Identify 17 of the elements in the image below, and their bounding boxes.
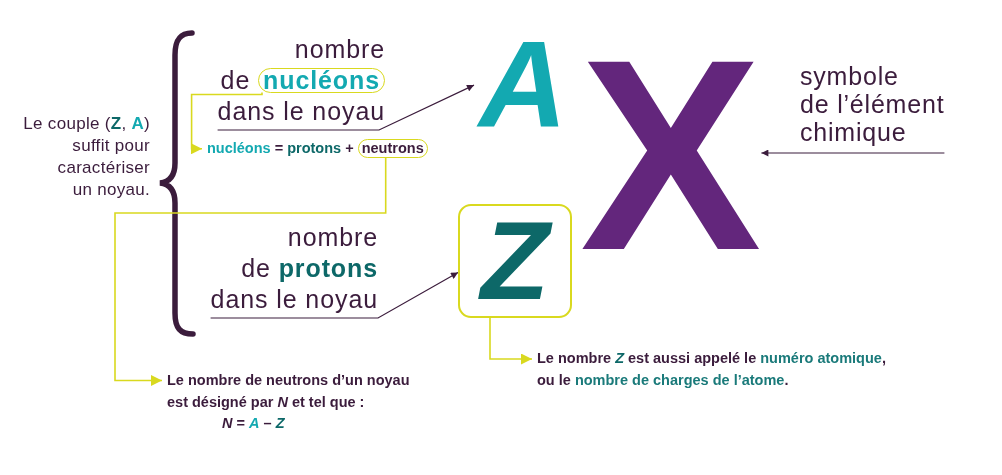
leader-arrow [217,84,475,131]
elbow-arrow [489,317,533,365]
side-note-text: Le couple (Z, A) suffit pour caractériser un noyau. [23,113,150,201]
large-letter: A [474,40,573,131]
note-text: Le nombre de neutrons d’un noyau est désigné par N et tel que : [167,371,410,412]
elbow-arrow [114,156,387,386]
formula-text: nucléons = protons + neutrons [202,138,428,160]
leader-arrow [210,271,459,319]
leader-arrow [760,149,945,157]
letter-box: Z [458,204,572,318]
annotation-text: symbole de l’élément chimique [800,62,945,153]
large-letter: X [580,55,762,257]
note-text: Le nombre Z est aussi appelé le numéro atomique, ou le nombre de charges de l’atome. [532,348,886,391]
annotation-text: nombre de nucléons dans le noyau [217,34,385,130]
annotation-text: nombre de protons dans le noyau [210,222,378,318]
elbow-arrow [190,91,263,155]
formula-text: N = A – Z [221,414,286,433]
